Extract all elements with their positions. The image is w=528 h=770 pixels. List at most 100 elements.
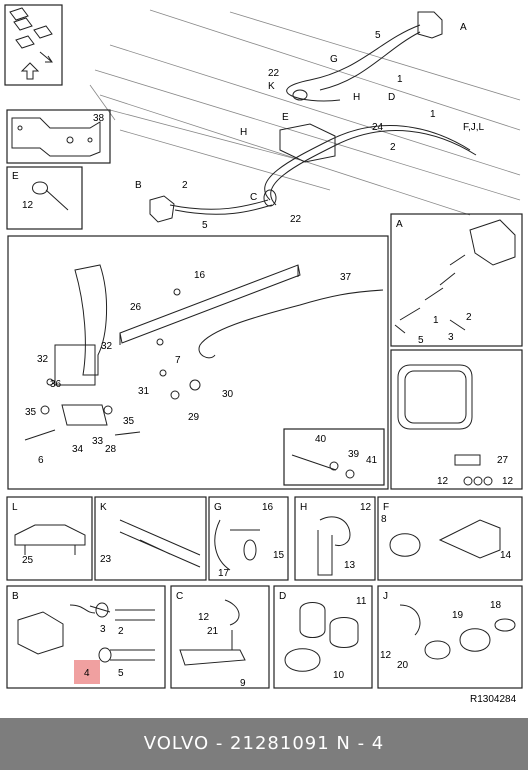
- label-a-1: 1: [433, 315, 439, 326]
- main-label-31: 31: [138, 386, 150, 397]
- detail-panel-frame: 27 12 12: [390, 349, 523, 490]
- label-h: H: [353, 92, 360, 103]
- label-fjl: F,J,L: [463, 122, 485, 133]
- footer-part-number: VOLVO - 21281091 N - 4: [143, 733, 385, 754]
- label-c: C: [250, 192, 257, 203]
- orientation-box: [4, 4, 63, 86]
- frame-bracket: [74, 264, 107, 376]
- label-22: 22: [268, 68, 280, 79]
- drawing-reference: R1304284: [470, 694, 517, 705]
- label-h2: H: [240, 127, 247, 138]
- label-d-10: 10: [333, 670, 345, 681]
- square-clamp: [397, 364, 473, 430]
- cable-tie-icon: [32, 181, 69, 211]
- highlight-marker: [74, 660, 100, 684]
- main-label-6: 6: [38, 455, 44, 466]
- letter-c: C: [176, 591, 183, 602]
- main-label-29: 29: [188, 412, 200, 423]
- connector-housing: [469, 219, 516, 266]
- label-2: 2: [390, 142, 396, 153]
- row3-details: B 3 2 4 5 C 12 21 9 D 11 10 J 18 19 12 2…: [6, 585, 523, 689]
- letter-f: F: [383, 502, 389, 513]
- up-arrow-icon: [20, 62, 40, 80]
- main-label-34: 34: [72, 444, 84, 455]
- main-label-32b: 32: [101, 341, 113, 352]
- connector-parts: [399, 254, 466, 321]
- clamps-d: [284, 602, 359, 672]
- grommets-j: [399, 604, 516, 660]
- main-label-32a: 32: [37, 354, 49, 365]
- plate: [54, 344, 96, 386]
- parts-diagram: A 5 1 G 22 K H D 1 F,J,L 24 2 H E 2 B C …: [4, 4, 523, 705]
- label-5b: 5: [202, 220, 208, 231]
- main-label-16: 16: [194, 270, 206, 281]
- main-label-35a: 35: [25, 407, 37, 418]
- connector-b-detail: [17, 611, 64, 655]
- bracket-38: [11, 117, 101, 157]
- detail-box-frame: [390, 349, 523, 490]
- label-h-13: 13: [344, 560, 356, 571]
- main-label-7: 7: [175, 355, 181, 366]
- clamp-h: [317, 516, 351, 576]
- label-2b: 2: [182, 180, 188, 191]
- clamp-g: [214, 519, 260, 571]
- letter-h: H: [300, 502, 307, 513]
- label-27: 27: [497, 455, 509, 466]
- label-40: 40: [315, 434, 327, 445]
- label-a-3: 3: [448, 332, 454, 343]
- letter-d: D: [279, 591, 286, 602]
- detail-box-40: [283, 428, 385, 486]
- main-label-28: 28: [105, 444, 117, 455]
- label-j-20: 20: [397, 660, 409, 671]
- label-k: K: [268, 81, 275, 92]
- overview-panel: A 5 1 G 22 K H D 1 F,J,L 24 2 H E 2 B C …: [4, 4, 521, 231]
- footer-bar: VOLVO - 21281091 N - 4: [0, 718, 528, 770]
- detail-box-j: [377, 585, 523, 689]
- label-f-8: 8: [381, 514, 387, 525]
- label-b: B: [135, 180, 142, 191]
- label-d: D: [388, 92, 395, 103]
- detail-box-f: [377, 496, 523, 581]
- detail-box-d: [273, 585, 373, 689]
- label-38: 38: [93, 113, 105, 124]
- label-a-5: 5: [418, 335, 424, 346]
- label-b-3: 3: [100, 624, 106, 635]
- detail-box-38: [6, 109, 111, 164]
- main-label-35b: 35: [123, 416, 135, 427]
- label-22b: 22: [290, 214, 302, 225]
- label-24: 24: [372, 122, 384, 133]
- bolt-40: [291, 454, 337, 471]
- label-g: G: [330, 54, 338, 65]
- label-a: A: [460, 22, 467, 33]
- label-f-14: 14: [500, 550, 512, 561]
- label-d-11: 11: [356, 596, 367, 607]
- main-label-26: 26: [130, 302, 142, 313]
- overview-labels: A 5 1 G 22 K H D 1 F,J,L 24 2 H E 2 B C …: [135, 22, 485, 231]
- detail-box-l: [6, 496, 93, 581]
- label-1: 1: [397, 74, 403, 85]
- bracket-c: [179, 599, 246, 666]
- coupling-f: [389, 519, 501, 559]
- row2-details: L 25 K 23 G 16 15 17 H 12 13 F 8 14: [6, 496, 523, 581]
- mount-bracket: [279, 123, 336, 163]
- diagram-svg: A 5 1 G 22 K H D 1 F,J,L 24 2 H E 2 B C …: [4, 4, 523, 705]
- clamp-27: [454, 454, 481, 466]
- label-a-2: 2: [466, 312, 472, 323]
- detail-box-k: [94, 496, 207, 581]
- letter-j: J: [383, 591, 388, 602]
- detail-box-h: [294, 496, 376, 581]
- letter-l: L: [12, 502, 18, 513]
- label-j-19: 19: [452, 610, 464, 621]
- label-41: 41: [366, 455, 378, 466]
- label-12b: 12: [502, 476, 514, 487]
- label-g-15: 15: [273, 550, 285, 561]
- detail-box-a: [390, 213, 523, 347]
- bracket-25: [14, 524, 86, 555]
- main-label-37: 37: [340, 272, 352, 283]
- detail-box-c: [170, 585, 270, 689]
- main-label-36: 36: [50, 379, 62, 390]
- label-g-16: 16: [262, 502, 274, 513]
- letter-g: G: [214, 502, 222, 513]
- main-assembly: 16 37 26 32 32 7 31 30 36 29 35 35 33 28…: [7, 235, 389, 490]
- label-12a: 12: [437, 476, 449, 487]
